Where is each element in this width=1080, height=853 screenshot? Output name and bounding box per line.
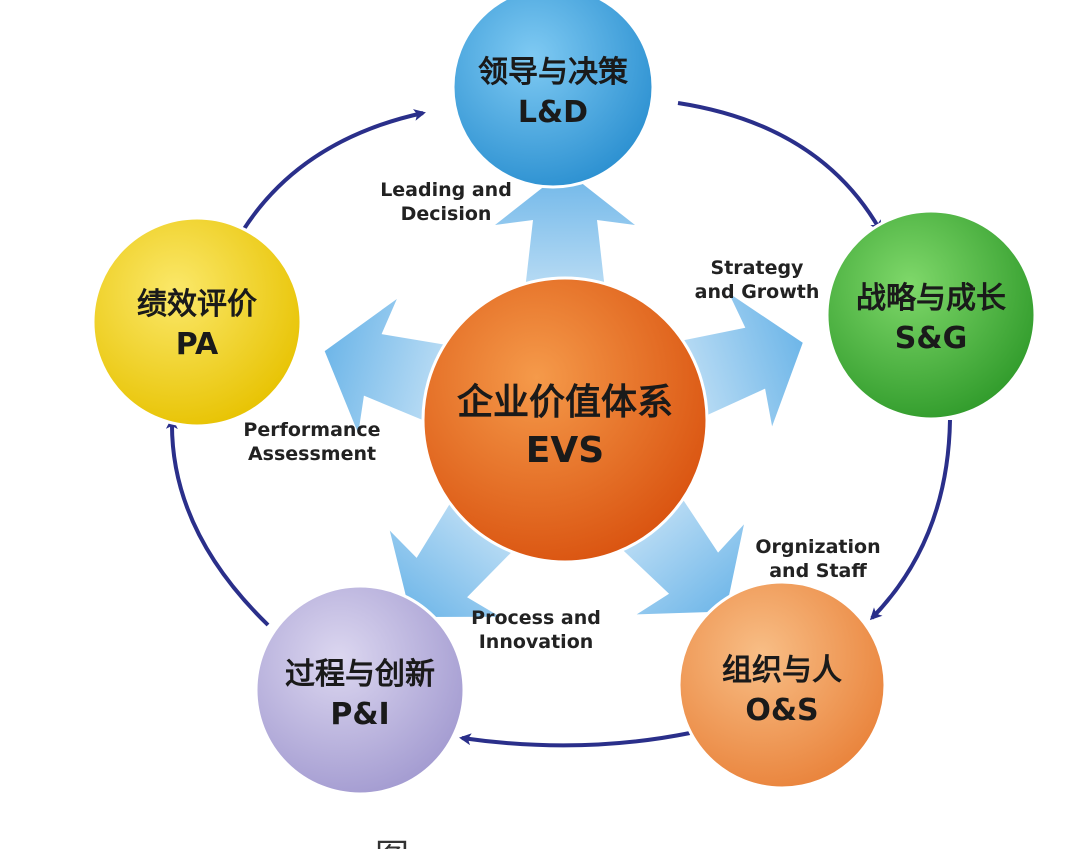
node-pi-en: P&I: [330, 697, 389, 732]
label-ld-line1: Leading and: [380, 179, 512, 201]
label-pi-line1: Process and: [471, 607, 601, 629]
node-pi: 过程与创新 P&I: [254, 584, 466, 796]
center-circle: [421, 276, 709, 564]
node-ld-en: L&D: [518, 95, 588, 130]
node-os: 组织与人 O&S: [677, 580, 887, 790]
node-sg-circle: [825, 209, 1037, 421]
label-os-line2: and Staff: [769, 560, 867, 582]
center-cn: 企业价值体系: [457, 381, 673, 423]
cycle-arrow-sg-os: [869, 419, 952, 621]
node-ld-circle: [451, 0, 655, 189]
label-pa-line2: Assessment: [248, 443, 376, 465]
node-os-en: O&S: [745, 693, 818, 728]
edge-labels: Leading and Decision Strategy and Growth…: [243, 179, 880, 653]
node-sg-en: S&G: [895, 321, 967, 356]
cycle-arrow-os-pi: [459, 731, 691, 748]
node-pi-cn: 过程与创新: [285, 657, 435, 692]
node-os-cn: 组织与人: [722, 653, 842, 688]
label-sg-line2: and Growth: [695, 281, 820, 303]
node-pa: 绩效评价 PA: [91, 216, 303, 428]
label-pa-line1: Performance: [243, 419, 380, 441]
node-pa-circle: [91, 216, 303, 428]
node-ld: 领导与决策 L&D: [451, 0, 655, 189]
node-pa-cn: 绩效评价: [137, 287, 257, 322]
node-sg-cn: 战略与成长: [856, 281, 1006, 316]
cycle-arrow-pi-pa: [165, 417, 270, 627]
label-ld-line2: Decision: [401, 203, 492, 225]
node-pi-circle: [254, 584, 466, 796]
node-pa-en: PA: [176, 327, 219, 362]
node-ld-cn: 领导与决策: [478, 55, 628, 90]
center-en: EVS: [526, 430, 604, 471]
node-sg: 战略与成长 S&G: [825, 209, 1037, 421]
label-sg-line1: Strategy: [711, 257, 805, 279]
center-node: 企业价值体系 EVS: [421, 276, 709, 564]
label-pi-line2: Innovation: [479, 631, 594, 653]
cycle-arrow-pa-ld: [240, 109, 426, 234]
cycle-arrows: [165, 101, 952, 748]
figure-caption: 图: [375, 837, 409, 849]
label-os-line1: Orgnization: [755, 536, 880, 558]
node-os-circle: [677, 580, 887, 790]
cycle-arrow-ld-sg: [677, 101, 882, 233]
